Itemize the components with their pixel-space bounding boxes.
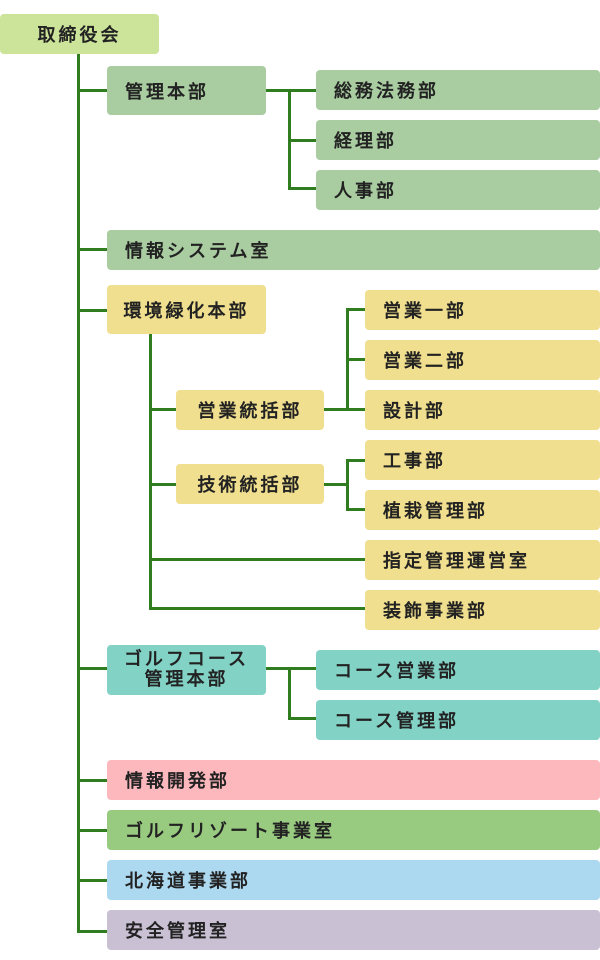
golf-course-honbu-box: ゴルフコース 管理本部 xyxy=(107,645,266,695)
soshoku-jigyo-box: 装飾事業部 xyxy=(365,590,600,630)
eigyo-branch-3 xyxy=(346,408,365,411)
anzen-kanri-box: 安全管理室 xyxy=(107,910,600,950)
golf-resort-box: ゴルフリゾート事業室 xyxy=(107,810,600,850)
branch-johosys xyxy=(77,248,107,251)
branch-johokaihatsu xyxy=(77,779,107,782)
hokkaido-jigyo-box: 北海道事業部 xyxy=(107,860,600,900)
eigyo-out-line xyxy=(324,408,349,411)
branch-golfresort xyxy=(77,829,107,832)
gijutsu-vertical xyxy=(346,459,349,511)
gijutsu-branch-2 xyxy=(346,508,365,511)
eigyo-nibu-box: 営業二部 xyxy=(365,340,600,380)
golf-vertical xyxy=(288,667,291,720)
golf-branch-1 xyxy=(288,667,316,670)
somu-homu-box: 総務法務部 xyxy=(316,70,600,110)
eigyo-branch-1 xyxy=(346,308,365,311)
joho-kaihatsu-box: 情報開発部 xyxy=(107,760,600,800)
kankyo-branch-gijutsu xyxy=(149,483,176,486)
keiri-box: 経理部 xyxy=(316,120,600,160)
gijutsu-branch-1 xyxy=(346,459,365,462)
golf-course-line2: 管理本部 xyxy=(144,669,229,690)
golf-branch-2 xyxy=(288,717,316,720)
jinji-box: 人事部 xyxy=(316,170,600,210)
sekkei-box: 設計部 xyxy=(365,390,600,430)
joho-system-box: 情報システム室 xyxy=(107,230,600,270)
kanri-branch-2 xyxy=(288,139,316,142)
shitei-kanri-box: 指定管理運営室 xyxy=(365,540,600,580)
golf-course-line1: ゴルフコース xyxy=(123,649,250,670)
kankyo-vertical xyxy=(149,334,152,610)
branch-hokkaido xyxy=(77,879,107,882)
trunk-line xyxy=(77,54,80,933)
kanri-out-line xyxy=(266,89,291,92)
course-eigyo-box: コース営業部 xyxy=(316,650,600,690)
gijutsu-tokatsu-box: 技術統括部 xyxy=(176,464,324,504)
kankyo-ryokka-box: 環境緑化本部 xyxy=(107,285,266,334)
kankyo-branch-eigyo xyxy=(149,408,176,411)
root-board-box: 取締役会 xyxy=(0,14,159,54)
course-kanri-box: コース管理部 xyxy=(316,700,600,740)
branch-anzen xyxy=(77,930,107,933)
kankyo-branch-soshoku xyxy=(149,607,365,610)
shokusai-kanri-box: 植栽管理部 xyxy=(365,490,600,530)
branch-kankyo xyxy=(77,309,107,312)
eigyo-tokatsu-box: 営業統括部 xyxy=(176,390,324,430)
gijutsu-out-line xyxy=(324,483,349,486)
kanri-branch-3 xyxy=(288,187,316,190)
eigyo-branch-2 xyxy=(346,358,365,361)
kanri-honbu-box: 管理本部 xyxy=(107,66,266,115)
branch-kanri xyxy=(77,89,107,92)
kankyo-branch-shitei xyxy=(149,558,365,561)
eigyo-ichibu-box: 営業一部 xyxy=(365,290,600,330)
branch-golf xyxy=(77,667,107,670)
kanri-branch-1 xyxy=(288,89,316,92)
golf-out-line xyxy=(266,667,291,670)
koji-box: 工事部 xyxy=(365,440,600,480)
